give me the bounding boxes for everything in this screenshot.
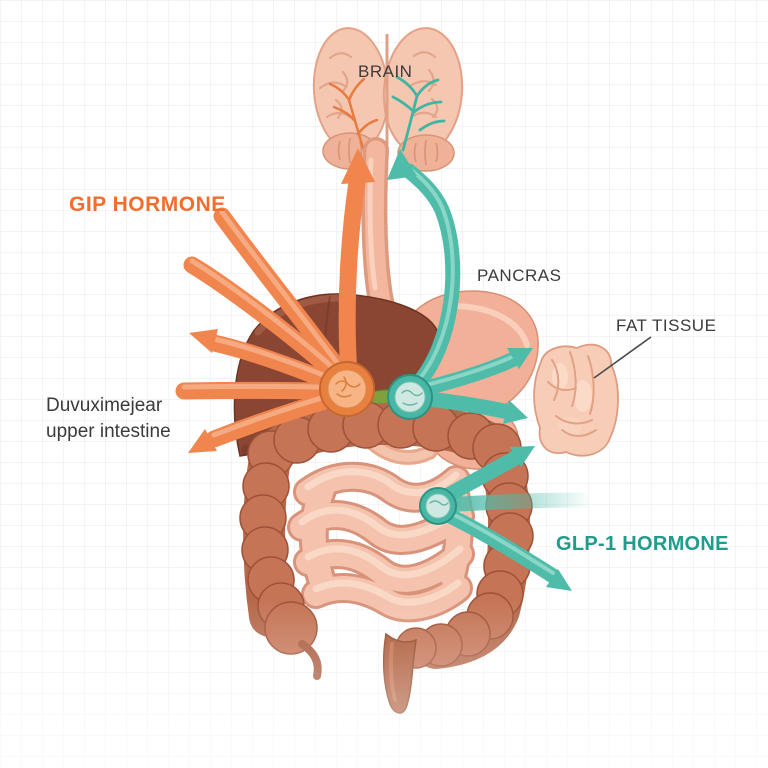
upper-intestine-label-line2: upper intestine [46,421,171,442]
pancreas-label: PANCRAS [477,266,561,285]
upper-intestine-label-line1: Duvuximejear [46,395,163,416]
glp1-hormone-label: GLP-1 HORMONE [556,533,729,555]
glp1-hub-core [425,493,451,519]
gip-hub-core [327,369,367,409]
glp1-hub-core [394,381,426,413]
gip-hormone-label: GIP HORMONE [69,193,226,216]
fat-tissue [533,343,619,457]
gip-tube-to-brain [338,173,366,384]
fat-tissue-label: FAT TISSUE [616,316,716,335]
fat-lump [574,380,592,412]
glp1-tube-fading [436,492,593,513]
brain-label: BRAIN [358,62,412,81]
